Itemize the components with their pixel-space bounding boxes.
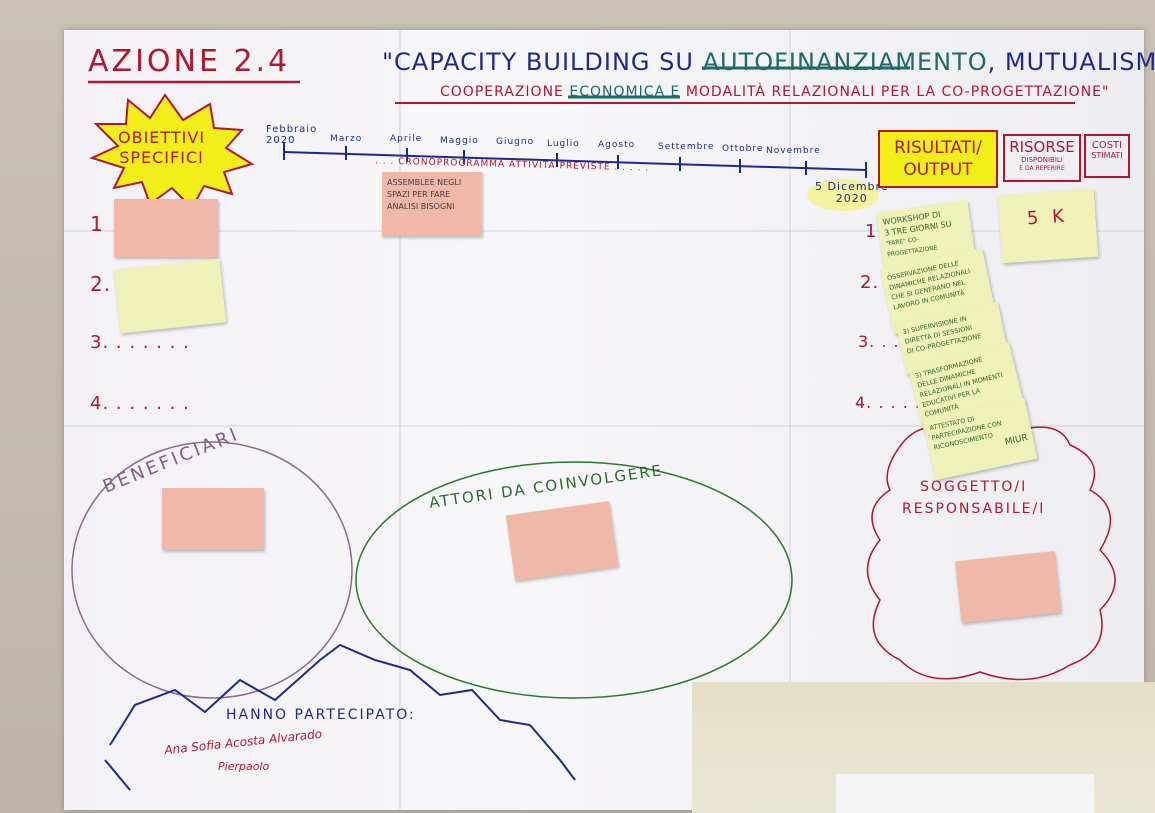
title-line2-suffix: MODALITÀ RELAZIONALI PER LA CO-PROGETTAZ… — [685, 84, 1110, 100]
month-label: Giugno — [496, 137, 535, 147]
inset-photo — [692, 682, 1155, 813]
month-label: Febbraio 2020 — [266, 124, 318, 146]
month-label: Maggio — [440, 136, 479, 146]
sticky-note-soggetto — [955, 550, 1061, 624]
objectives-label-line2: SPECIFICI — [119, 148, 204, 167]
note-line: SPAZI PER FARE — [387, 190, 451, 199]
timeline-end-line1: 5 Dicembre — [815, 180, 889, 193]
objective-number-2: 2. — [90, 272, 112, 296]
sticky-note-objective-2 — [113, 258, 227, 334]
costi-box: COSTI STIMATI — [1084, 134, 1130, 178]
month-label: Ottobre — [722, 144, 764, 154]
action-title: AZIONE 2.4 — [88, 44, 291, 79]
risorse-label: RISORSE — [1009, 138, 1075, 156]
title-line-1: "CAPACITY BUILDING SU AUTOFINANZIAMENTO,… — [382, 48, 1155, 76]
attori-ellipse — [355, 461, 793, 699]
soggetto-line1: SOGGETTO/I — [920, 479, 1028, 495]
costi-line1: COSTI — [1091, 140, 1123, 151]
result-number-1: 1 — [865, 221, 878, 242]
signature-zigzag — [104, 759, 131, 791]
title-prefix: "CAPACITY BUILDING SU — [382, 48, 694, 76]
risorse-sub2: E DA REPERIRE — [1019, 165, 1065, 172]
timeline-axis — [283, 151, 867, 171]
result-number-2: 2. — [860, 272, 880, 293]
objectives-label-line1: OBIETTIVI — [118, 128, 206, 147]
month-label: Luglio — [547, 139, 580, 149]
risultati-line1: RISULTATI/ — [894, 138, 982, 158]
objective-number-1: 1 — [90, 212, 104, 236]
risultati-box: RISULTATI/ OUTPUT — [878, 130, 998, 188]
note-line: ASSEMBLEE NEGLI — [387, 178, 462, 187]
risorse-box: RISORSE DISPONIBILI E DA REPERIRE — [1003, 134, 1081, 182]
paper-fold — [789, 30, 791, 810]
participation-heading: HANNO PARTECIPATO: — [226, 707, 416, 723]
timeline-end-line2: 2020 — [835, 192, 868, 205]
timeline-end-date: 5 Dicembre 2020 — [815, 181, 889, 205]
objectives-starburst — [89, 93, 255, 210]
soggetto-line2: RESPONSABILE/I — [902, 501, 1046, 517]
risultati-line2: OUTPUT — [903, 160, 973, 180]
title-line2-struck: ECONOMICA E — [569, 84, 681, 100]
month-label: Marzo — [330, 134, 363, 144]
cost-value: 5 K — [1026, 205, 1069, 230]
sticky-note-cost: 5 K — [997, 188, 1099, 264]
month-label: Settembre — [658, 142, 715, 152]
sticky-note-objective-1 — [114, 199, 218, 257]
inset-flipchart — [836, 774, 1094, 813]
objective-number-4: 4. . . . . . . — [90, 393, 190, 414]
title-line2-prefix: COOPERAZIONE — [440, 84, 564, 100]
beneficiari-circle — [71, 441, 353, 699]
soggetto-cloud — [866, 419, 1116, 681]
month-label: Novembre — [766, 146, 821, 156]
risorse-sub1: DISPONIBILI — [1021, 156, 1063, 164]
sticky-note-assemblee: ASSEMBLEE NEGLI SPAZI PER FARE ANALISI B… — [382, 172, 482, 236]
title-line-2: COOPERAZIONE ECONOMICA E MODALITÀ RELAZI… — [440, 84, 1109, 100]
month-label: Agosto — [598, 140, 636, 150]
soggetto-label: SOGGETTO/I RESPONSABILE/I — [902, 476, 1045, 520]
objectives-label: OBIETTIVI SPECIFICI — [118, 128, 205, 168]
paper-fold — [64, 425, 1144, 427]
paper-fold — [399, 30, 401, 810]
signature-zigzag — [109, 643, 576, 781]
participant-name-2: Pierpaolo — [218, 760, 270, 773]
title-struck: AUTOFINANZIAMENTO — [702, 48, 988, 76]
title-suffix: , MUTUALISMO, — [987, 48, 1155, 76]
sticky-note-beneficiari — [162, 488, 264, 550]
paper-fold — [64, 230, 1144, 232]
objective-number-3: 3. . . . . . . — [90, 332, 190, 353]
note-line: ANALISI BISOGNI — [387, 202, 455, 211]
costi-line2: STIMATI — [1091, 151, 1123, 160]
month-label: Aprile — [390, 134, 423, 144]
date-highlight — [807, 179, 879, 211]
